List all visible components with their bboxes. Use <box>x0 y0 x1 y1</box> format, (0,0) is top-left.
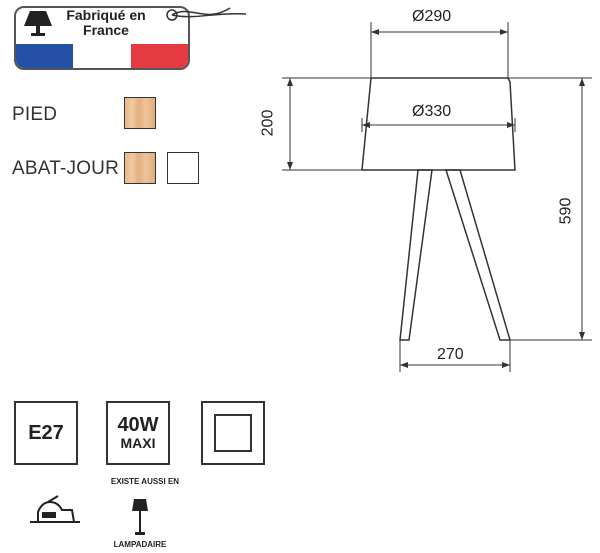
foot-switch-icon <box>30 495 80 523</box>
tag-string-icon <box>166 7 247 21</box>
class-ii-icon <box>201 401 265 465</box>
swatch-abat-jour-white[interactable] <box>167 152 199 184</box>
dim-base-width: 270 <box>437 346 464 363</box>
badge-line-2: France <box>83 22 129 38</box>
finish-label-pied: PIED <box>12 104 58 125</box>
dim-top-diameter: Ø290 <box>412 8 452 25</box>
dim-shade-height: 200 <box>259 109 277 137</box>
floor-lamp-label: LAMPADAIRE <box>113 540 167 549</box>
swatch-pied-wood[interactable] <box>124 97 156 129</box>
wattage-spec-text: 40W <box>117 414 159 436</box>
dim-bottom-diameter: Ø330 <box>412 103 452 120</box>
socket-spec-box: E27 <box>14 401 78 465</box>
wattage-spec-box: 40W MAXI <box>106 401 170 465</box>
dim-total-height: 590 <box>557 197 575 225</box>
lamp-leg-right <box>444 169 512 341</box>
floor-lamp-icon <box>132 499 148 535</box>
lamp-logo-icon <box>24 11 52 36</box>
wattage-max-text: MAXI <box>120 435 156 451</box>
socket-spec-text: E27 <box>28 421 64 444</box>
finish-label-abat-jour: ABAT-JOUR <box>12 158 120 179</box>
badge-line-1: Fabriqué en <box>66 7 146 23</box>
swatch-abat-jour-wood[interactable] <box>124 152 156 184</box>
badge-text: Fabriqué en France <box>46 8 166 38</box>
lamp-shade <box>361 77 516 171</box>
lamp-leg-left <box>399 169 433 341</box>
also-exists-label: EXISTE AUSSI EN <box>110 477 180 486</box>
made-in-france-badge <box>14 6 190 70</box>
french-flag <box>16 44 188 68</box>
